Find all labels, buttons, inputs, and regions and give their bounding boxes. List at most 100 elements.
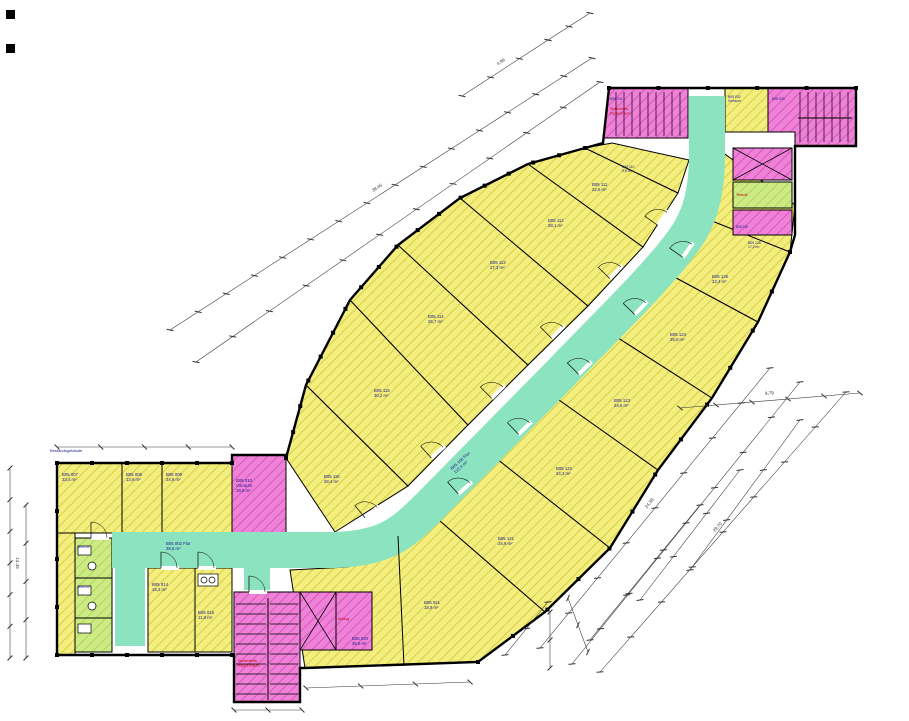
dimension-tick (857, 390, 863, 396)
dimension-tick (302, 284, 310, 287)
dimension-tick (596, 80, 604, 84)
dimension-tick (166, 328, 174, 332)
door-swing-arc (567, 358, 591, 364)
dimension-tick (141, 444, 148, 450)
dimension-tick (622, 542, 630, 544)
facade-column-tick (318, 354, 323, 359)
dim-label: 24,38 (644, 497, 655, 509)
dimension-tick (501, 654, 509, 656)
dimension-tick (680, 472, 688, 474)
dimension-tick (307, 238, 315, 241)
door-leaf (622, 303, 635, 315)
stair-treads (236, 603, 266, 695)
dimension-tick (23, 502, 29, 508)
dimension-tick (576, 621, 580, 629)
room-label: Sicherheits-treppenraum (610, 107, 630, 115)
dimension-tick (544, 601, 552, 603)
dimension-tick (250, 274, 258, 277)
dimension-chain (566, 594, 590, 656)
dimension-tick (586, 639, 594, 641)
dimension-line (689, 419, 801, 571)
door-leaf (669, 247, 684, 258)
facade-column-tick (125, 653, 129, 657)
facade-column-tick (230, 653, 234, 657)
facade-column-tick (728, 365, 733, 370)
dimension-tick (593, 577, 602, 579)
door-gap (550, 324, 566, 340)
dimension-tick (682, 522, 690, 524)
room-label: B05 011 (78, 545, 90, 549)
sanitary-fixture (200, 576, 208, 584)
facade-column-tick (854, 86, 858, 90)
dimension-tick (536, 647, 544, 649)
door (622, 298, 649, 316)
dimension-tick (710, 486, 719, 489)
dimension-tick (229, 444, 235, 450)
facade-column-tick (90, 653, 94, 657)
facade-column-tick (230, 461, 234, 465)
dimension-tick (703, 512, 711, 515)
elevator-x-line (732, 147, 793, 181)
door (447, 477, 474, 496)
facade-column-tick (55, 509, 59, 513)
door-gap (681, 241, 695, 259)
dimension-tick (767, 416, 776, 419)
facade-column-tick (458, 195, 463, 200)
dimension-chain: 38,45 (166, 56, 596, 332)
door (644, 209, 670, 227)
dimension-tick (222, 292, 230, 295)
dimension-tick (522, 627, 531, 630)
dimension-tick (749, 399, 755, 405)
dimension-chain: 9,79 (677, 390, 863, 411)
interior-wall (397, 535, 405, 667)
dimension-tick (54, 444, 60, 450)
dimension-tick (265, 707, 271, 713)
facade-column-tick (343, 306, 348, 311)
dimension-tick (97, 444, 104, 450)
facade-column-tick (476, 660, 480, 664)
door-leaf (354, 505, 366, 519)
door (420, 441, 447, 460)
dimension-chain (192, 80, 604, 364)
elevator-x-line (299, 591, 337, 651)
legend-square (6, 10, 15, 19)
dimension-tick (547, 665, 553, 671)
rooms-layer (56, 87, 857, 703)
dimension-tick (7, 560, 13, 566)
room-label: Bestandsgebäude (50, 448, 83, 453)
dimension-tick (559, 106, 567, 109)
sanitary-fixture (87, 601, 97, 611)
dimension-tick (659, 549, 667, 551)
dimension-tick (713, 402, 719, 408)
facade-column-tick (55, 653, 59, 657)
door (197, 551, 216, 570)
dimension-tick (623, 594, 631, 596)
dimension-line (305, 681, 471, 689)
door-leaf (540, 326, 552, 339)
facade-column-tick (284, 456, 288, 460)
dimension-tick (363, 201, 371, 205)
facade-column-tick (607, 86, 611, 90)
dimension-tick (736, 469, 744, 471)
corridor-segment-0 (112, 96, 725, 568)
dimension-chain (586, 504, 704, 641)
door-swing-arc (248, 575, 266, 593)
room-strip-west (56, 532, 76, 656)
facade-column-tick (331, 330, 336, 335)
door-swing-arc (90, 521, 108, 539)
dimension-tick (194, 310, 202, 314)
dim-label: 9,79 (765, 390, 775, 396)
dimension-tick (7, 465, 13, 471)
dimension-tick (596, 627, 605, 630)
dimension-tick (785, 396, 791, 402)
dimension-chain (54, 444, 235, 450)
facade-column-tick (804, 86, 809, 90)
dimension-line (461, 39, 549, 97)
facade-column-tick (298, 404, 303, 409)
door-leaf (567, 362, 579, 375)
